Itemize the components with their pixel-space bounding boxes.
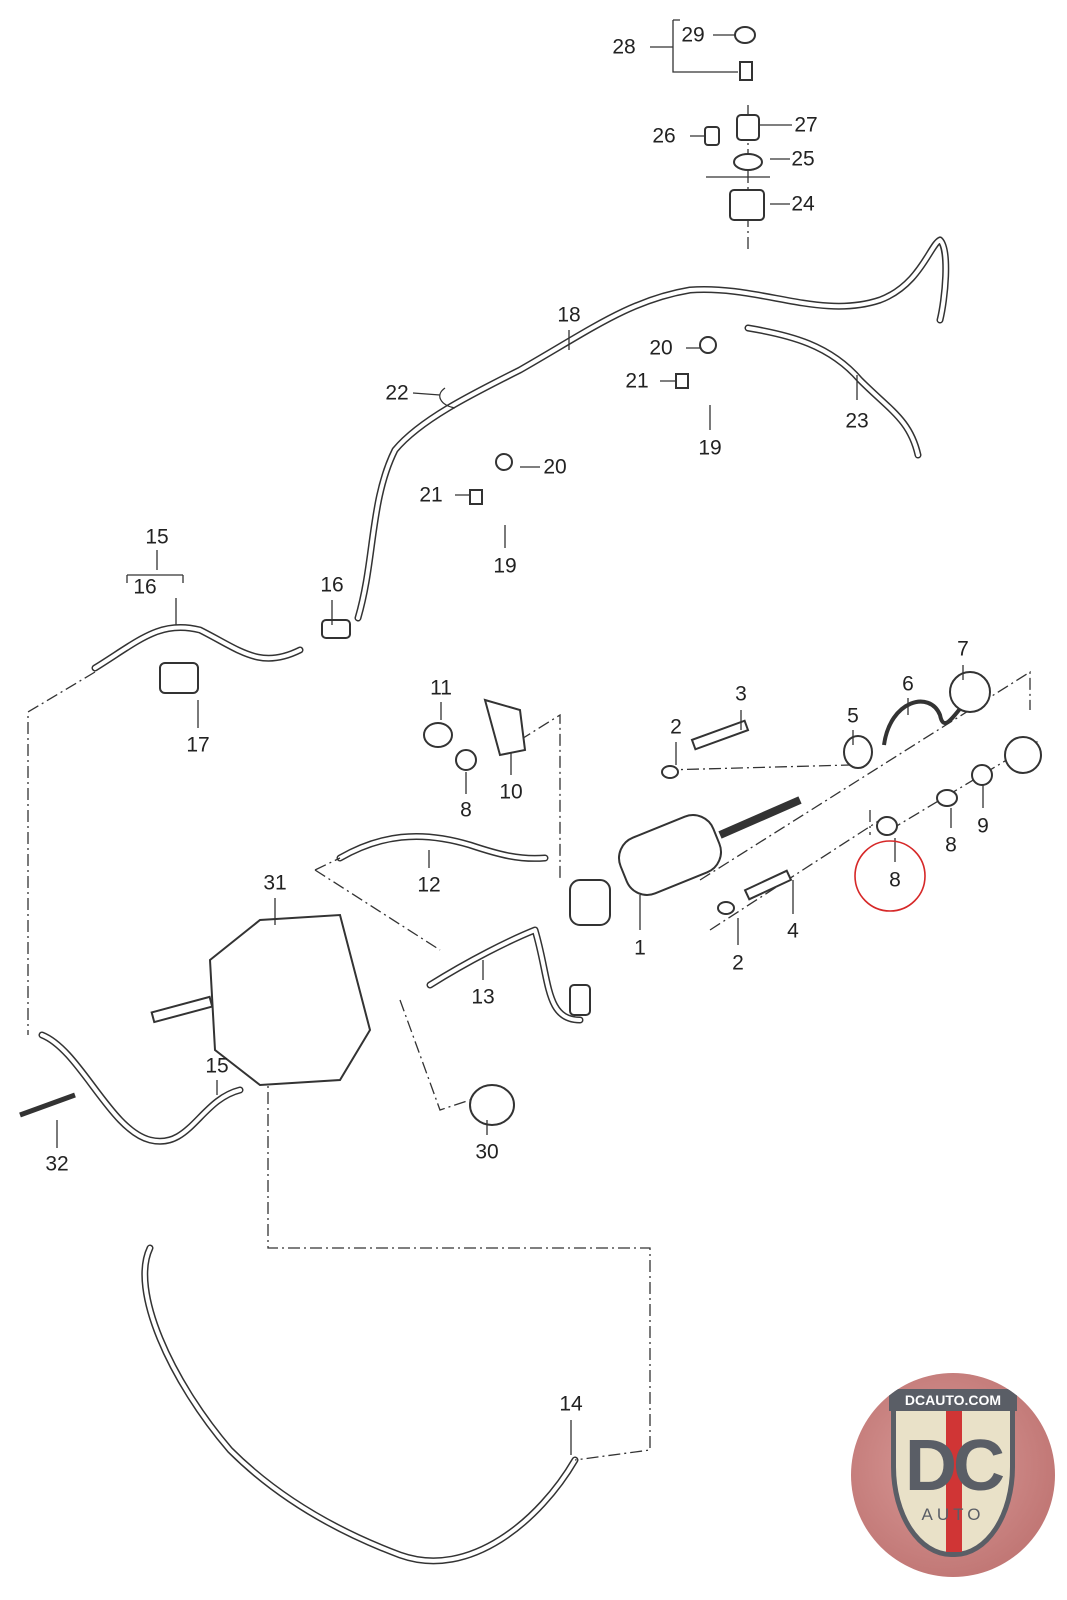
callout-9: 9 [977,814,989,838]
callout-4: 4 [787,919,799,943]
logo-letters: DC [905,1426,1005,1506]
small-parts [19,26,1042,1126]
logo-sub: AUTO [921,1505,985,1524]
logo-url: DCAUTO.COM [889,1389,1017,1411]
dcauto-logo: DCAUTO.COM DC AUTO [851,1373,1055,1577]
callout-24: 24 [791,192,815,216]
callout-31: 31 [263,871,287,895]
callout-15: 15 [145,525,169,549]
callout-29: 29 [681,23,705,47]
logo-shield [891,1389,1015,1557]
callout-3: 3 [735,682,747,706]
callout-19: 19 [698,436,722,460]
callout-8: 8 [460,798,472,822]
master-cylinder-1 [569,796,802,926]
callout-23: 23 [845,409,869,433]
callout-8b: 8 [945,833,957,857]
callout-11: 11 [430,676,452,700]
callout-15b: 15 [205,1054,229,1078]
callout-25: 25 [791,147,815,171]
callout-7: 7 [957,637,969,661]
callout-5: 5 [847,704,859,728]
callout-20: 20 [649,336,673,360]
callout-30: 30 [475,1140,499,1164]
callout-21b: 21 [419,483,443,507]
line-12 [336,833,549,862]
callout-16b: 16 [320,573,344,597]
callout-2b: 2 [732,951,744,975]
callout-17: 17 [186,733,210,757]
callout-6: 6 [902,672,914,696]
callout-12: 12 [417,873,441,897]
callout-18: 18 [557,303,581,327]
callout-1: 1 [634,936,646,960]
callout-2: 2 [670,715,682,739]
callout-27: 27 [794,113,818,137]
line-15 [38,1031,244,1145]
callout-21: 21 [625,369,649,393]
callout-16: 16 [133,575,157,599]
callout-20b: 20 [543,455,567,479]
brake-line-18 [354,236,950,622]
callout-8-highlighted: 8 [889,868,901,892]
callout-13: 13 [471,985,495,1009]
callout-10: 10 [499,780,523,804]
line-23 [744,324,922,459]
hose-16 [91,623,304,672]
callout-22: 22 [385,381,409,405]
line-13 [426,926,584,1024]
connection-lines [27,105,1041,1461]
callout-19b: 19 [493,554,517,578]
callout-28: 28 [612,35,636,59]
callout-14: 14 [559,1392,583,1416]
hose-14 [141,1244,579,1565]
callout-26: 26 [652,124,676,148]
leader-lines [56,19,984,1455]
clutch-housing-31 [150,913,372,1087]
callout-32: 32 [45,1152,69,1176]
highlight-circle [854,840,926,912]
